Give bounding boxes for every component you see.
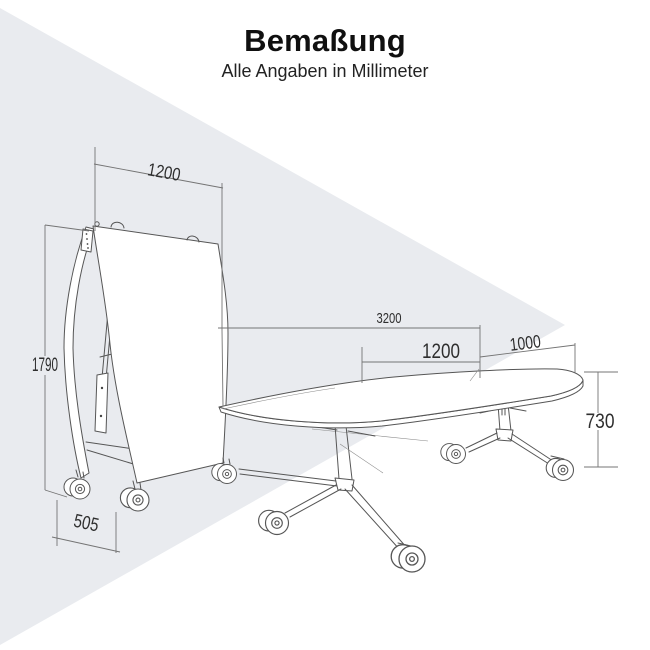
dim-segment-end-label: 1000 [509, 331, 542, 355]
page-title: Bemaßung [244, 23, 406, 58]
caster-wheel [545, 457, 575, 482]
page-subtitle: Alle Angaben in Millimeter [221, 61, 429, 81]
left-pedestal [238, 424, 429, 573]
conference-table-drawing [211, 368, 584, 573]
tabletop-seam [469, 368, 480, 382]
dim-segment-end: 1000 [479, 331, 576, 373]
tabletop [218, 368, 584, 424]
dim-folded-height-label: 1790 [32, 355, 58, 376]
watermark-triangle [0, 8, 565, 645]
caster-wheel [258, 509, 290, 536]
right-pedestal [440, 403, 575, 482]
dim-total-length-label: 3200 [377, 310, 402, 327]
folded-panel-edge [63, 226, 95, 479]
dim-folded-depth: 505 [51, 500, 121, 553]
dim-folded-height: 1790 [32, 224, 90, 498]
dim-table-height-label: 730 [586, 410, 615, 433]
panel-handle [110, 221, 125, 229]
hinge-bracket [80, 228, 94, 253]
dim-segment-main: 1200 [361, 340, 480, 383]
dim-total-length: 3200 [218, 310, 481, 378]
caster-wheel [440, 443, 466, 464]
dim-table-height: 730 [584, 371, 618, 468]
folded-panel-front [92, 225, 229, 484]
dim-folded-depth-label: 505 [72, 511, 101, 537]
dim-segment-main-label: 1200 [422, 340, 460, 363]
folded-table-drawing [63, 221, 229, 512]
caster-wheel [390, 544, 426, 573]
panel-handle [186, 235, 200, 243]
dimension-annotations: 1200 1790 505 3200 1200 [32, 147, 618, 553]
diagram-header: Bemaßung Alle Angaben in Millimeter [0, 0, 650, 82]
